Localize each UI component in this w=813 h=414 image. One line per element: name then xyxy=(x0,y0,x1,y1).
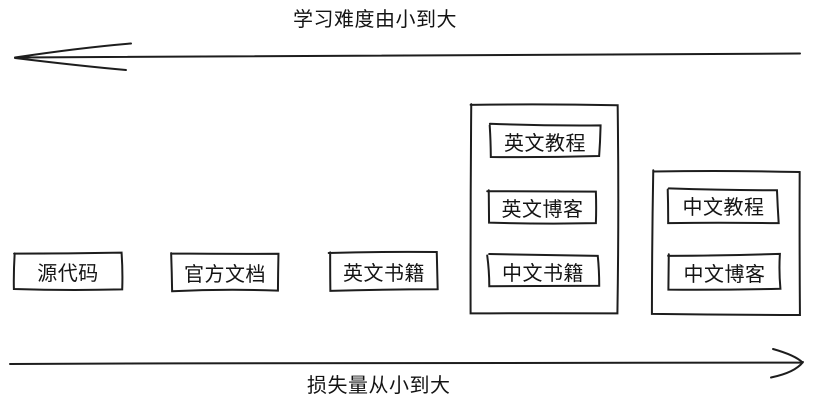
top-axis-label: 学习难度由小到大 xyxy=(293,9,457,31)
bottom-arrow-line xyxy=(9,361,801,365)
box-chinese-tutorials: 中文教程 xyxy=(682,197,765,219)
box-chinese-blogs: 中文博客 xyxy=(683,263,766,286)
box-english-tutorials: 英文教程 xyxy=(504,132,586,155)
box-english-books: 英文书籍 xyxy=(343,262,425,285)
top-arrowhead-lower xyxy=(14,57,127,71)
top-axis-arrow xyxy=(14,42,801,71)
box-english-blogs: 英文博客 xyxy=(501,198,584,221)
bottom-arrowhead-lower xyxy=(770,361,804,379)
bottom-axis-arrow xyxy=(9,348,804,379)
bottom-arrowhead-upper xyxy=(772,348,804,364)
box-chinese-books: 中文书籍 xyxy=(502,262,584,285)
top-arrow-line xyxy=(15,52,801,59)
bottom-axis-label: 损失量从小到大 xyxy=(307,375,451,397)
top-arrowhead-upper xyxy=(14,42,132,59)
box-source-code: 源代码 xyxy=(37,263,99,285)
box-official-docs: 官方文档 xyxy=(184,263,266,286)
